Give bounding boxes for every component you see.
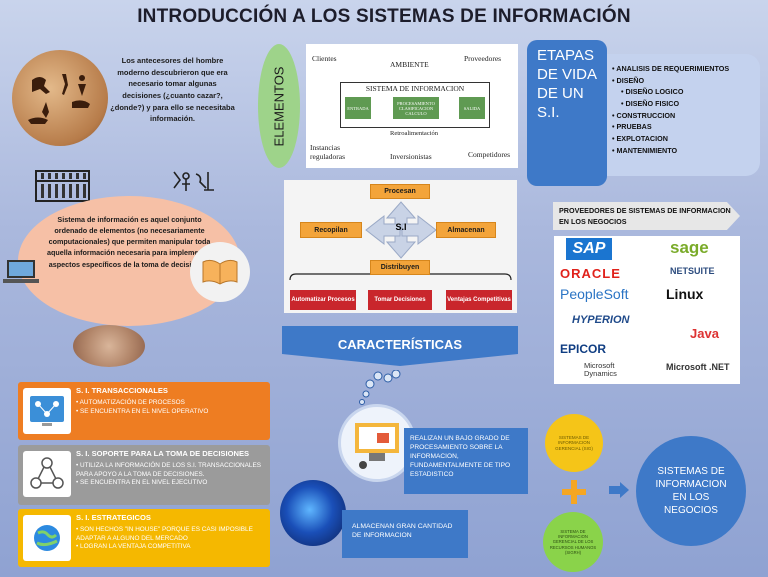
caracteristicas-banner: CARACTERÍSTICAS xyxy=(282,326,518,366)
hyperion-logo: HYPERION xyxy=(572,314,630,326)
almacenamiento-feature: ALMACENAN GRAN CANTIDAD DE INFORMACION xyxy=(342,510,468,558)
si-diagram: Procesan Recopilan Almacenan S.I Distrib… xyxy=(284,180,517,313)
sap-logo: SAP xyxy=(566,238,612,260)
elementos-text: ELEMENTOS xyxy=(271,66,287,146)
card-item: LOGRAN LA VENTAJA COMPETITIVA xyxy=(76,543,266,552)
salida-box: SALIDA xyxy=(459,97,485,119)
outcome-ventajas: Ventajas Competitivas xyxy=(446,290,512,310)
page-title: INTRODUCCIÓN A LOS SISTEMAS DE INFORMACI… xyxy=(137,6,631,27)
si-box-title: SISTEMA DE INFORMACION xyxy=(365,84,465,93)
intro-text: Los antecesores del hombre moderno descu… xyxy=(110,56,235,124)
etapa-subitem: • DISEÑO FISICO xyxy=(621,99,680,109)
peoplesoft-logo: PeopleSoft xyxy=(560,286,629,302)
plus-icon xyxy=(561,479,587,505)
clientes-label: Clientes xyxy=(312,54,337,63)
etapa-item: • ANALISIS DE REQUERIMIENTOS xyxy=(612,64,730,73)
environment-diagram: Clientes AMBIENTE Proveedores SISTEMA DE… xyxy=(306,44,518,168)
etapa-item: • PRUEBAS xyxy=(612,122,652,132)
card-item: UTILIZA LA INFORMACIÓN DE LOS S.I. TRANS… xyxy=(76,462,266,479)
card-item: SON HECHOS "IN HOUSE" PORQUE ES CASI IMP… xyxy=(76,526,266,543)
abacus-icon xyxy=(35,170,90,202)
etapas-list: • ANALISIS DE REQUERIMIENTOS • DISEÑO • … xyxy=(612,64,762,158)
card-item: SE ENCUENTRA EN EL NIVEL EJECUTIVO xyxy=(76,479,266,488)
provider-logos: SAP sage ORACLE NETSUITE PeopleSoft Linu… xyxy=(554,236,740,384)
negocios-circle: SISTEMAS DE INFORMACION EN LOS NEGOCIOS xyxy=(636,436,746,546)
card-estrategicos-title: S. I. ESTRATEGICOS xyxy=(76,513,151,522)
cave-painting-image xyxy=(12,50,108,146)
recopilan-box: Recopilan xyxy=(300,222,362,238)
retro-label: Retroalimentación xyxy=(390,130,439,137)
card-item: AUTOMATIZACIÓN DE PROCESOS xyxy=(76,399,266,408)
inversionistas-label: Inversionistas xyxy=(390,152,432,161)
globe-people-icon xyxy=(23,515,71,561)
elementos-label: ELEMENTOS xyxy=(258,44,300,168)
instancias-label: Instancias reguladoras xyxy=(310,143,345,161)
etapa-item: • MANTENIMIENTO xyxy=(612,145,678,155)
distribuyen-box: Distribuyen xyxy=(370,260,430,275)
almacenan-box: Almacenan xyxy=(436,222,496,238)
competidores-label: Competidores xyxy=(468,150,511,159)
si-box: SISTEMA DE INFORMACION ENTRADA PROCESAMI… xyxy=(340,82,490,128)
etapa-item: • CONSTRUCCION xyxy=(612,110,676,120)
card-item: SE ENCUENTRA EN EL NIVEL OPERATIVO xyxy=(76,408,266,417)
card-soporte-title: S. I. SOPORTE PARA LA TOMA DE DECISIONES xyxy=(76,449,250,458)
etapa-item: • DISEÑO xyxy=(612,75,645,85)
outcome-automatizar: Automatizar Procesos xyxy=(290,290,356,310)
proveedores-label: Proveedores xyxy=(464,54,502,63)
ambiente-label: AMBIENTE xyxy=(390,60,429,69)
process-dots-icon xyxy=(352,369,412,410)
etapa-subitem: • DISEÑO LOGICO xyxy=(621,87,684,97)
dynamics-logo: Microsoft Dynamics xyxy=(584,361,617,379)
card-transaccionales: S. I. TRANSACCIONALES AUTOMATIZACIÓN DE … xyxy=(18,382,270,440)
oracle-logo: ORACLE xyxy=(560,266,621,281)
gravel-image xyxy=(73,325,145,367)
si-center-label: S.I xyxy=(395,222,407,232)
card-estrategicos: S. I. ESTRATEGICOS SON HECHOS "IN HOUSE"… xyxy=(18,509,270,567)
decision-tree-icon xyxy=(23,451,71,497)
laptop-icon xyxy=(2,258,40,288)
arrow-right-icon xyxy=(608,481,630,499)
network-icon xyxy=(23,388,71,434)
procesan-box: Procesan xyxy=(370,184,430,199)
sigrh-circle: SISTEMA DE INFORMACION GERENCIAL DE LOS … xyxy=(543,512,603,572)
etapa-item: • EXPLOTACION xyxy=(612,134,668,144)
computer-illustration xyxy=(338,404,416,482)
sig-circle: SISTEMAS DE INFORMACION GERENCIAL (SIG) xyxy=(545,414,603,472)
card-transaccionales-title: S. I. TRANSACCIONALES xyxy=(76,386,168,395)
netsuite-logo: NETSUITE xyxy=(670,266,715,276)
java-logo: Java xyxy=(690,326,719,341)
book-icon xyxy=(190,242,250,302)
hieroglyph-icon xyxy=(170,168,216,198)
sage-logo: sage xyxy=(670,238,709,257)
linux-logo: Linux xyxy=(666,286,704,302)
dotnet-logo: Microsoft .NET xyxy=(666,362,730,372)
etapas-title: ETAPAS DE VIDA DE UN S.I. xyxy=(527,40,607,186)
providers-title: PROVEEDORES DE SISTEMAS DE INFORMACION E… xyxy=(553,202,740,230)
proceso-box: PROCESAMIENTO CLASIFICACION CALCULO xyxy=(393,97,439,119)
data-globe-icon xyxy=(280,480,346,546)
card-soporte: S. I. SOPORTE PARA LA TOMA DE DECISIONES… xyxy=(18,445,270,505)
epicor-logo: EPICOR xyxy=(560,342,607,356)
procesamiento-feature: REALIZAN UN BAJO GRADO DE PROCESAMIENTO … xyxy=(404,428,528,494)
entrada-box: ENTRADA xyxy=(345,97,371,119)
definition-text: Sistema de información es aquel conjunto… xyxy=(47,215,212,269)
outcome-decisiones: Tomar Decisiones xyxy=(368,290,432,310)
